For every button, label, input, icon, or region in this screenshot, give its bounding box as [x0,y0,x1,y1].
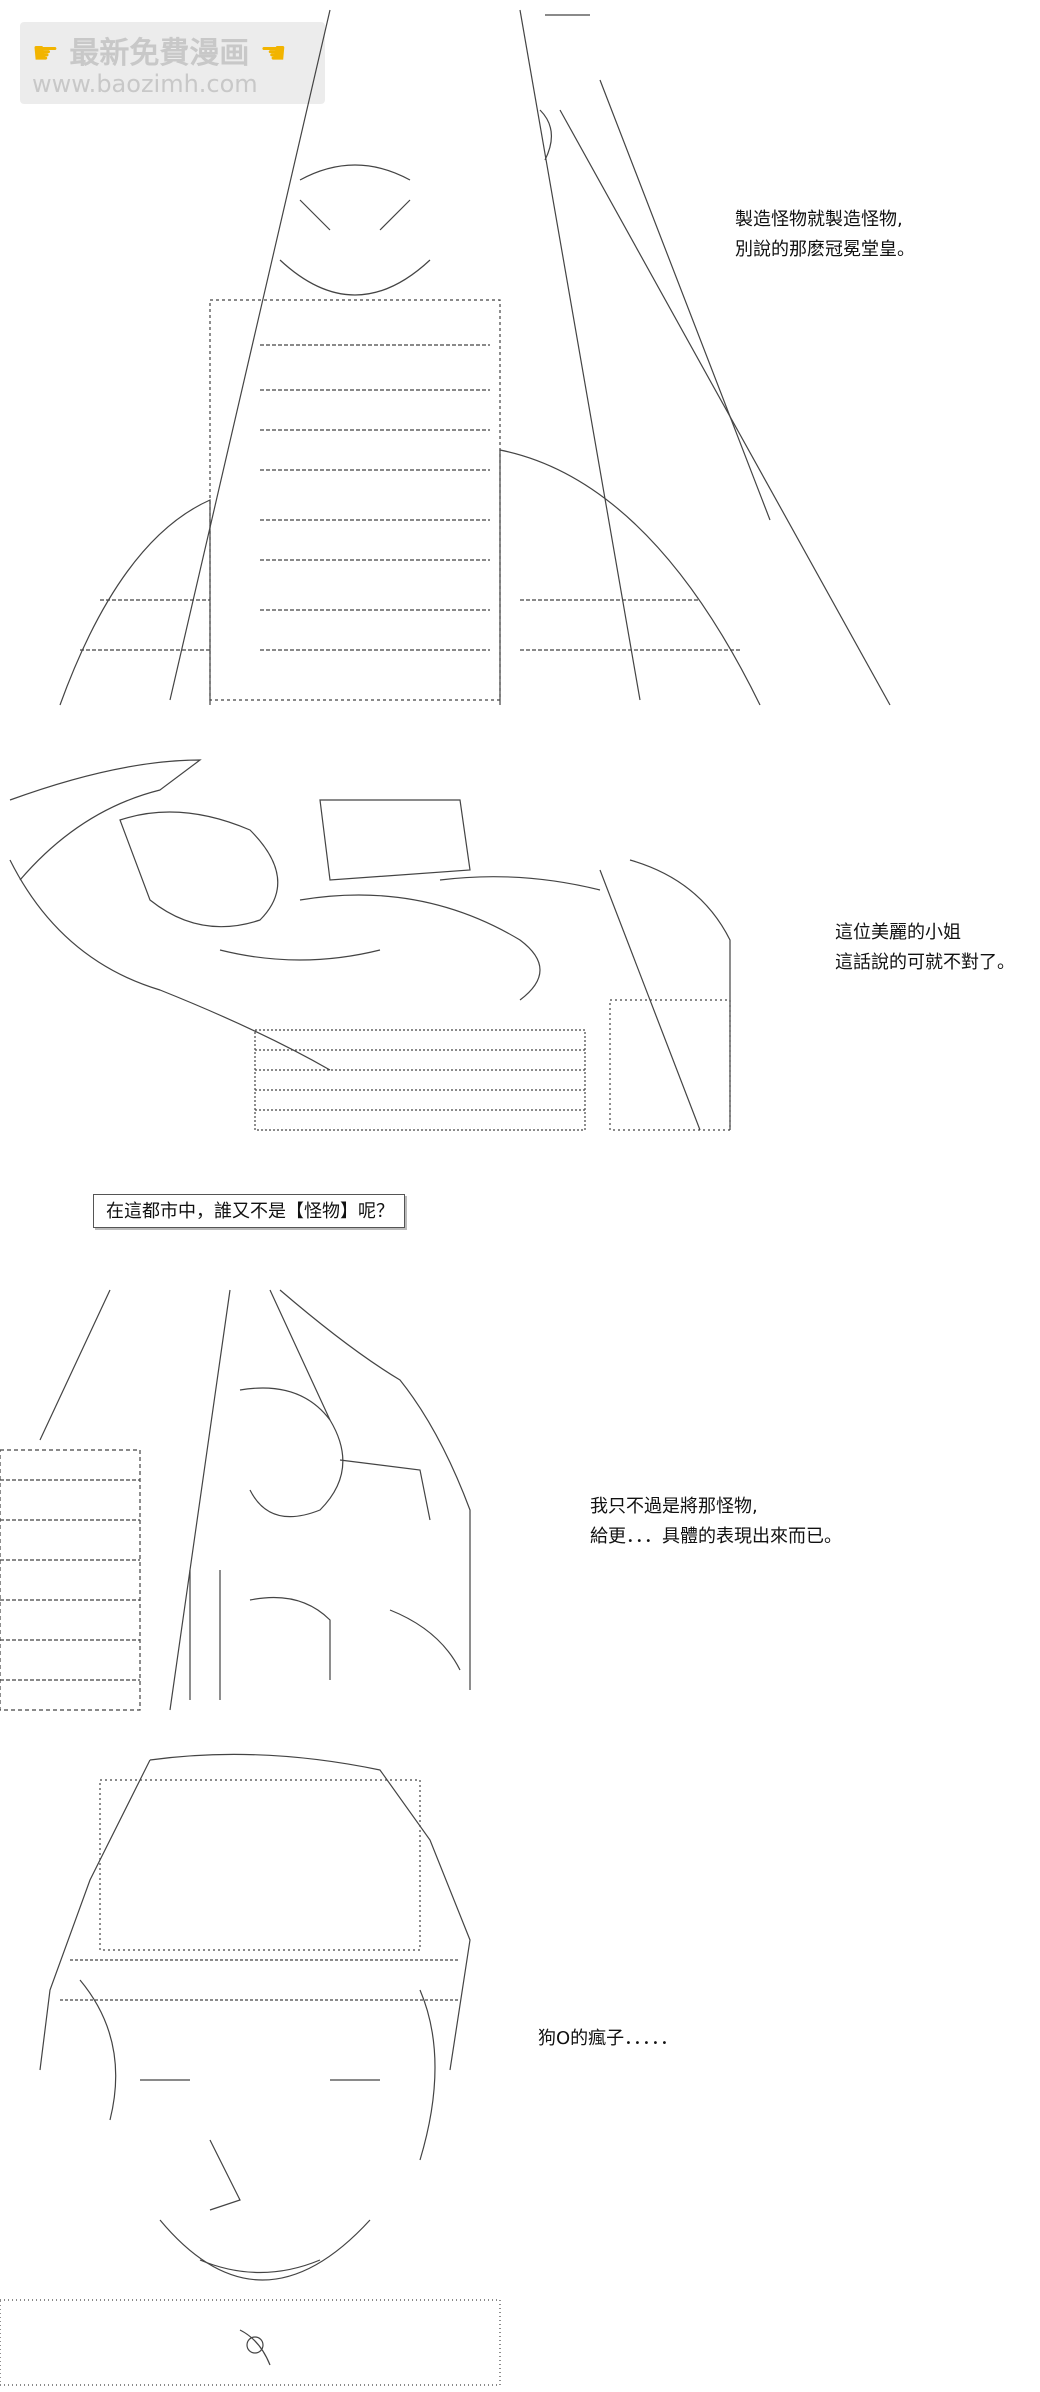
panel-1-caption: 製造怪物就製造怪物, 別說的那麽冠冕堂皇。 [735,205,915,265]
panel-2-artwork [0,740,760,1140]
watermark-title: 最新免費漫画 [69,36,250,71]
caption-line: 狗O的瘋子．．．．． [538,2028,679,2049]
panel-4-caption: 我只不過是將那怪物, 給更．．．具體的表現出來而已。 [590,1492,842,1552]
caption-line: 這位美麗的小姐 [835,922,961,943]
watermark-badge: ☛ 最新免費漫画 ☚ www.baozimh.com [20,22,325,104]
caption-line: 這話說的可就不對了。 [835,952,1015,973]
caption-line: 我只不過是將那怪物, [590,1496,758,1517]
narration-box: 在這都市中，誰又不是【怪物】呢？ [93,1194,405,1228]
caption-line: 製造怪物就製造怪物, [735,209,903,230]
watermark-url: www.baozimh.com [32,70,258,98]
pointing-hand-icon: ☛ [32,36,59,71]
panel-4-artwork [0,1740,520,2390]
panel-2-caption: 這位美麗的小姐 這話說的可就不對了。 [835,918,1015,978]
pointing-hand-icon-right: ☚ [259,36,287,71]
caption-line: 別說的那麽冠冕堂皇。 [735,239,915,260]
panel-5-caption: 狗O的瘋子．．．．． [538,2024,678,2054]
panel-1-artwork [0,0,900,720]
panel-3-artwork [0,1270,520,1720]
caption-line: 給更．．．具體的表現出來而已。 [590,1526,842,1547]
